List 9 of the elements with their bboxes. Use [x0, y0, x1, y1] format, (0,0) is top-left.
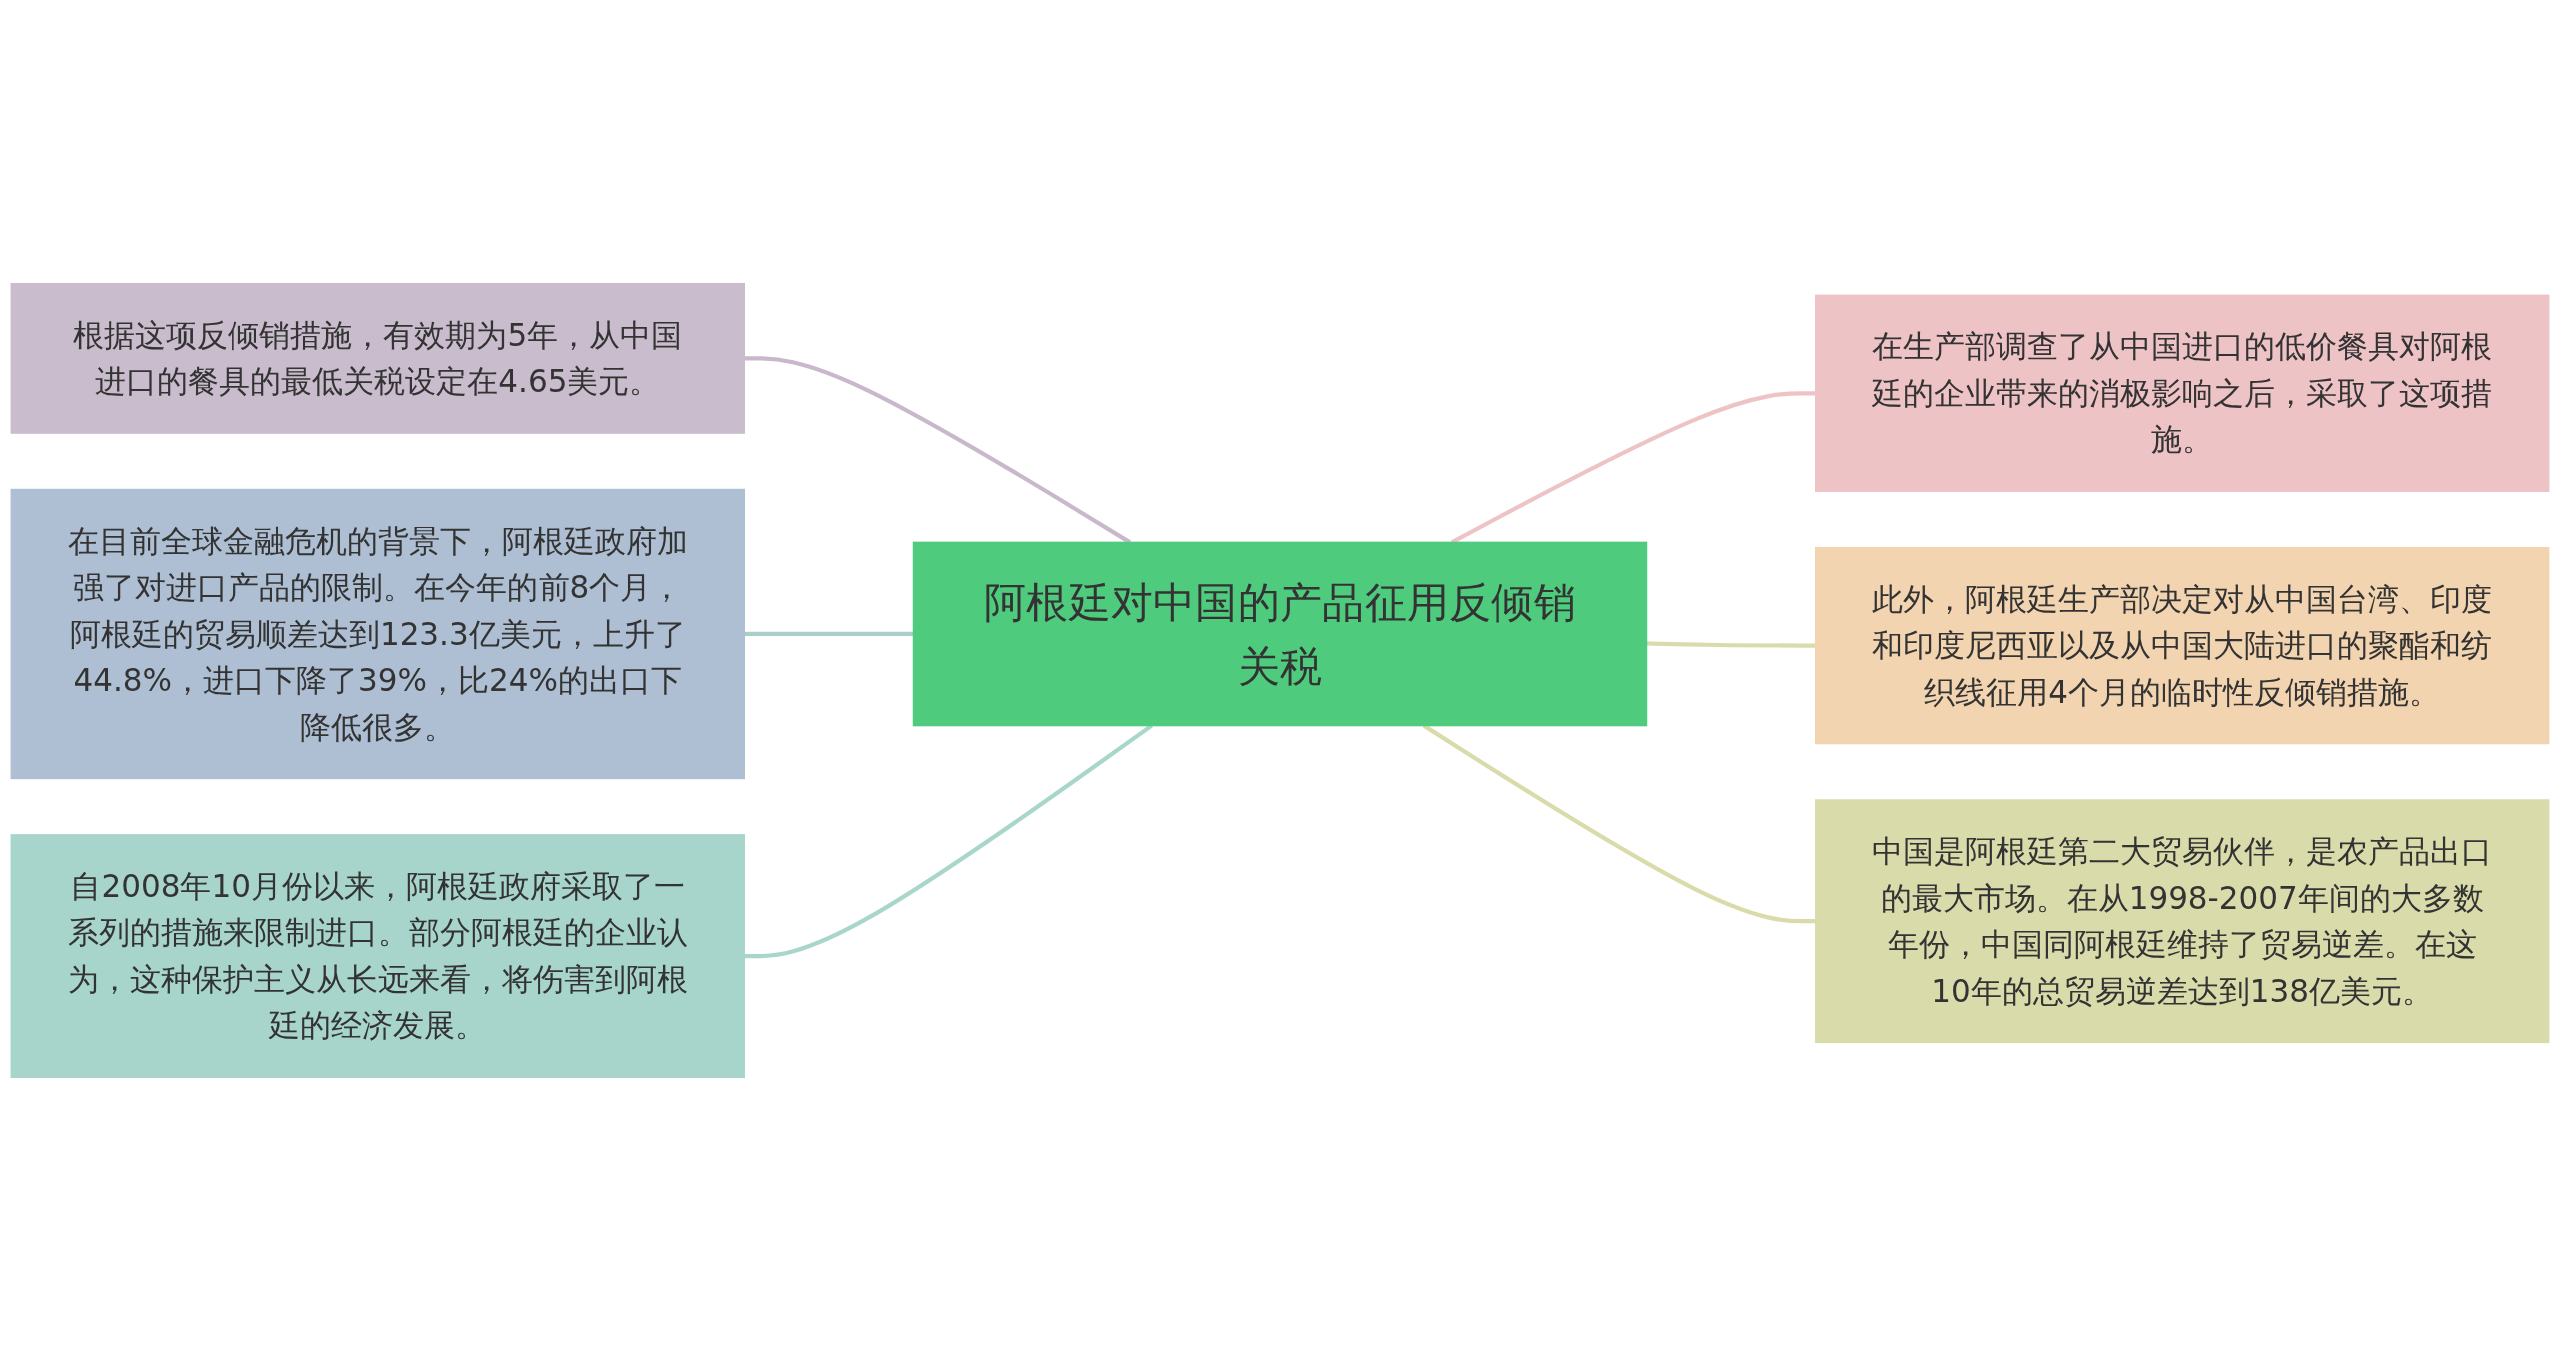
node-box: 自2008年10月份以来，阿根廷政府采取了一系列的措施来限制进口。部分阿根廷的企业认为，这种保护主义从长远来看，将伤害到阿根廷的经济发展。: [10, 834, 746, 1079]
node-box: 阿根廷对中国的产品征用反倾销关税: [912, 541, 1648, 727]
connector: [1646, 641, 1816, 648]
node-box: 在目前全球金融危机的背景下，阿根廷政府加强了对进口产品的限制。在今年的前8个月，阿根廷的贸易顺差达到123.3亿美元，上升了44.8%，进口下降了39%，比24%的出口下降低很多。: [10, 488, 746, 780]
node-box: 在生产部调查了从中国进口的低价餐具对阿根廷的企业带来的消极影响之后，采取了这项措施。: [1814, 294, 2550, 492]
connector: [744, 631, 914, 637]
node-box: 此外，阿根廷生产部决定对从中国台湾、印度和印度尼西亚以及从中国大陆进口的聚酯和纺织线征用4个月的临时性反倾销措施。: [1814, 546, 2550, 745]
node-box: 中国是阿根廷第二大贸易伙伴，是农产品出口的最大市场。在从1998-2007年间的大多数年份，中国同阿根廷维持了贸易逆差。在这10年的总贸易逆差达到138亿美元。: [1814, 799, 2550, 1044]
node-box: 根据这项反倾销措施，有效期为5年，从中国进口的餐具的最低关税设定在4.65美元。: [10, 282, 746, 434]
